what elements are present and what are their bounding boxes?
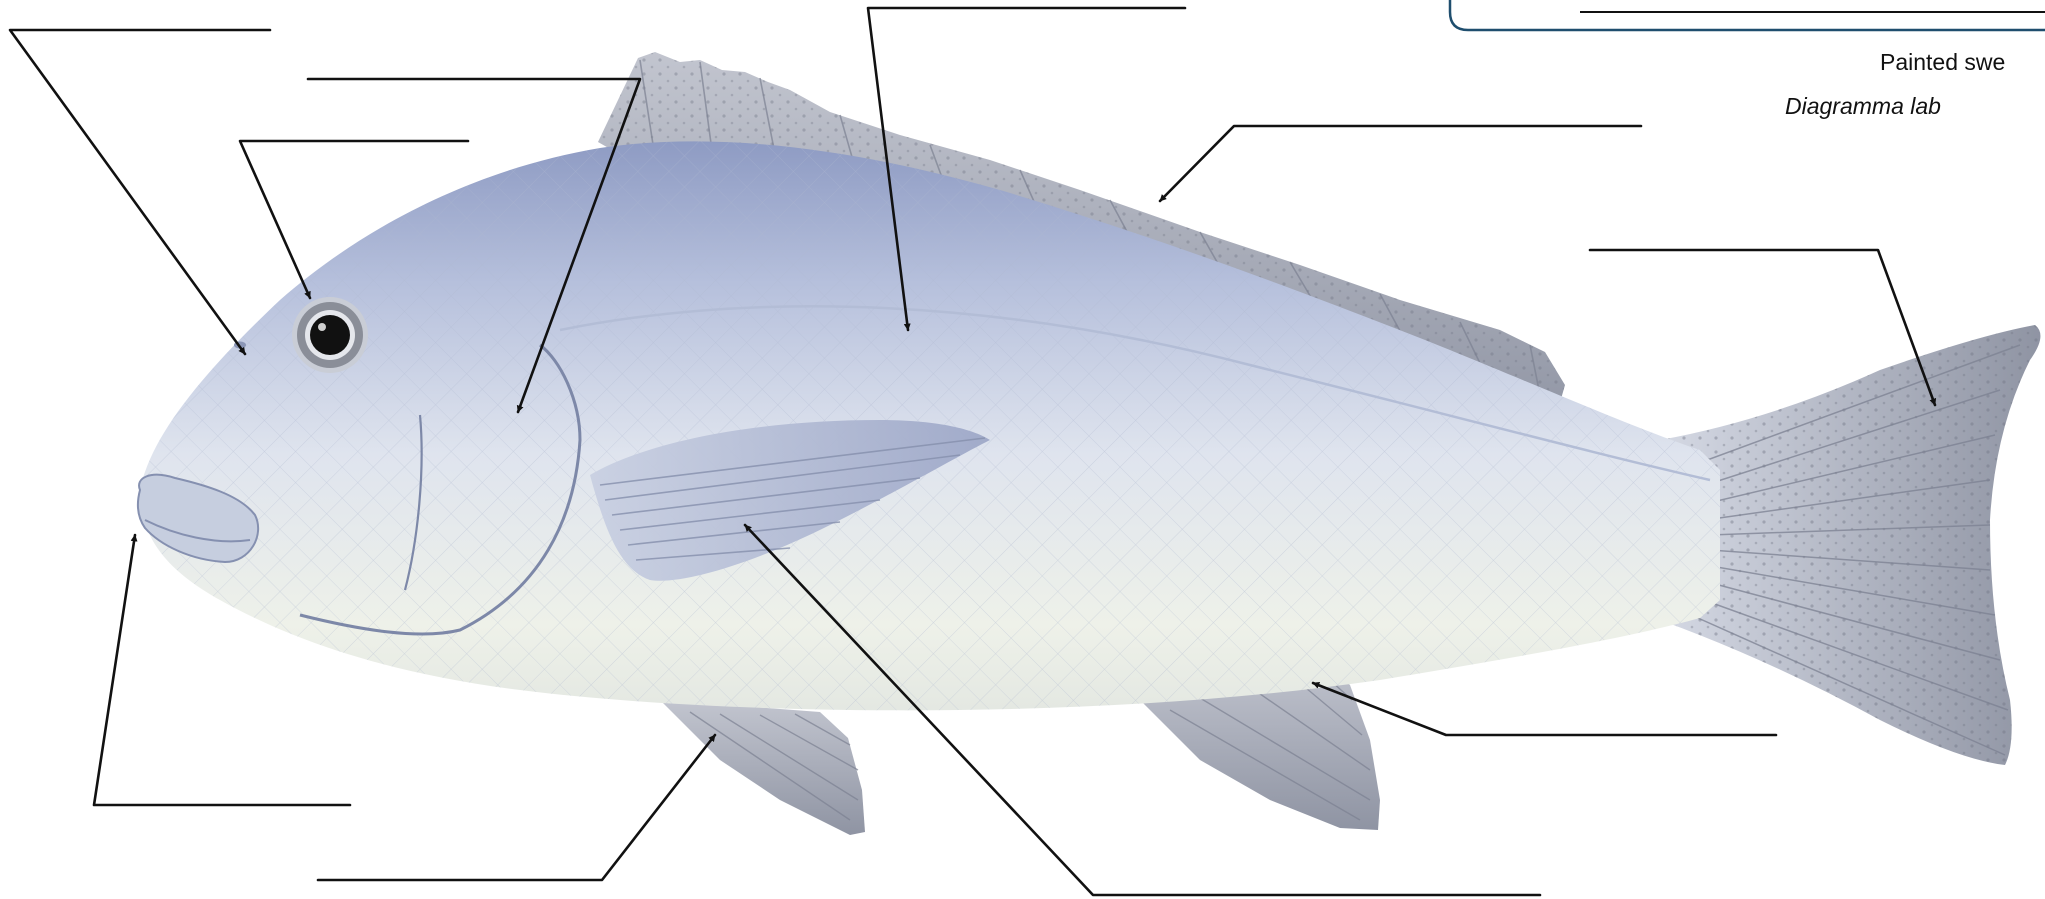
leader-anal-fin <box>1313 683 1776 735</box>
species-info-box: Painted swe Diagramma lab <box>1450 0 2045 119</box>
leader-dorsal-fin <box>1160 126 1641 201</box>
species-common-name: Painted swe <box>1880 49 2005 75</box>
info-box-outline <box>1450 0 2045 30</box>
leader-nostril <box>10 30 270 354</box>
eye-shape <box>292 297 368 373</box>
leader-pelvic-fin <box>318 735 715 880</box>
fish-illustration <box>138 52 2040 835</box>
species-scientific-name: Diagramma lab <box>1785 93 1941 119</box>
